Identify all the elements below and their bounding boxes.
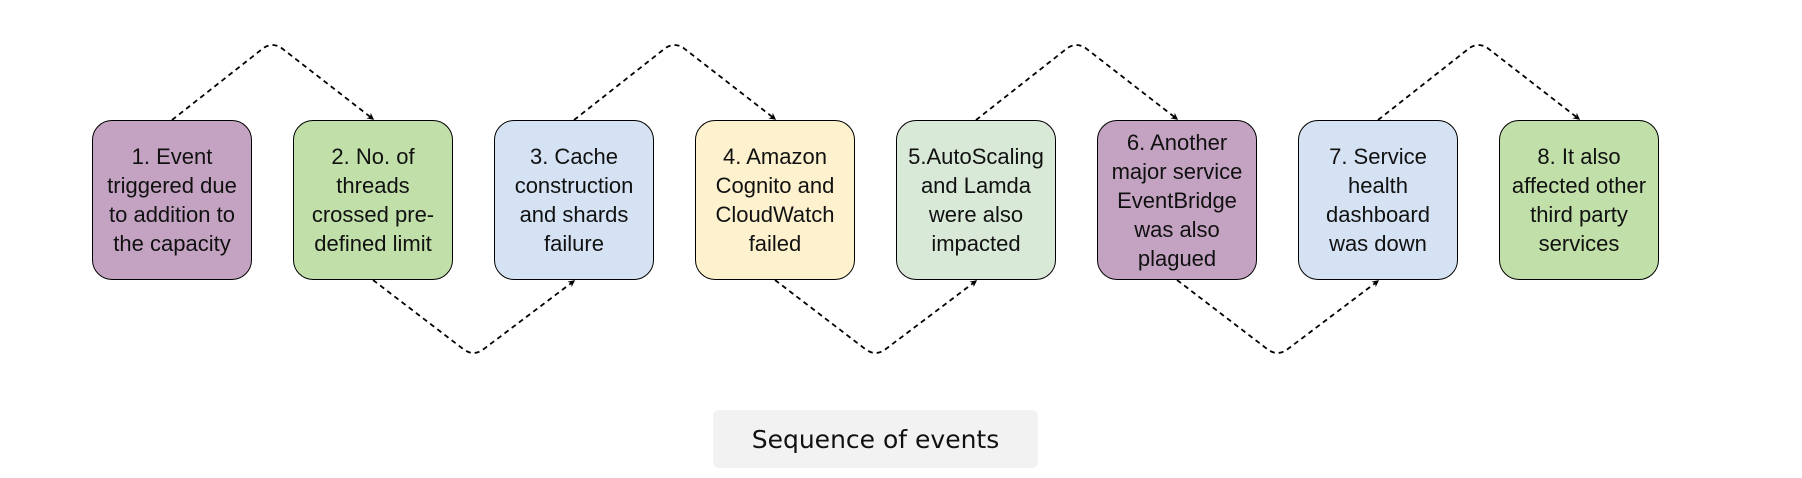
step-label-line: failure (544, 231, 604, 256)
step-label-line: plagued (1137, 245, 1217, 271)
step-box-5: 5.AutoScaling and Lamda were also impacted (896, 120, 1056, 280)
step-label-line: dashboard (1326, 202, 1430, 227)
step-label-line: were also (928, 202, 1024, 227)
step-label-line: third party (1530, 202, 1628, 227)
step-label: 5.AutoScaling and Lamda were also impacted (906, 142, 1046, 258)
step-label-line: threads (336, 173, 410, 198)
connector-arrow-6-to-7 (1176, 279, 1380, 354)
step-box-3: 3. Cache construction and shards failure (494, 120, 654, 280)
step-box-1: 1. Event triggered due to addition to the c… (92, 120, 252, 280)
step-label-line: 5.AutoScaling (908, 144, 1044, 169)
step-label-line: EventBridge (1117, 187, 1237, 213)
step-label-line: 2. No. of (331, 144, 415, 169)
step-label-line: construction (514, 173, 634, 198)
step-label: 7. Service health dashboard was down (1324, 142, 1432, 258)
step-label-line: defined limit (314, 231, 432, 256)
connector-arrow-4-to-5 (774, 279, 978, 354)
step-label-line: failed (748, 231, 802, 256)
step-label-line: services (1538, 231, 1620, 256)
step-label: 3. Cache construction and shards failure (513, 142, 636, 258)
step-label: 1. Event triggered due to addition to the c… (105, 142, 239, 258)
step-box-8: 8. It also affected other third party servi… (1499, 120, 1659, 280)
connector-arrow-5-to-6 (975, 44, 1179, 121)
connector-arrow-3-to-4 (573, 44, 777, 121)
diagram-caption: Sequence of events (713, 410, 1038, 468)
step-label-line: 4. Amazon (723, 144, 827, 169)
step-label-line: 3. Cache (529, 144, 619, 169)
connector-arrow-2-to-3 (372, 279, 576, 354)
step-label-line: was also (1134, 216, 1220, 242)
step-label: 8. It also affected other third party servi… (1510, 142, 1648, 258)
step-label-line: 6. Another (1126, 129, 1228, 155)
step-label-line: triggered due (107, 173, 237, 198)
connector-arrow-1-to-2 (171, 44, 375, 121)
step-label-line: to addition to (109, 202, 235, 227)
step-label-line: 1. Event (131, 144, 213, 169)
step-label-line: 8. It also (1537, 144, 1621, 169)
step-label-line: impacted (931, 231, 1021, 256)
step-label-line: affected other (1511, 173, 1647, 198)
step-label-line: crossed pre- (311, 202, 435, 227)
step-label-line: and shards (519, 202, 629, 227)
step-label-line: was down (1329, 231, 1427, 256)
step-box-2: 2. No. of threads crossed pre-defined limi… (293, 120, 453, 280)
connector-arrow-7-to-8 (1377, 44, 1581, 121)
step-label-line: Cognito and (715, 173, 835, 198)
step-label-line: and Lamda (920, 173, 1032, 198)
step-label-line: health (1348, 173, 1408, 198)
step-label-line: 7. Service (1329, 144, 1427, 169)
step-label: 2. No. of threads crossed pre-defined limi… (310, 142, 436, 258)
step-label-line: the capacity (113, 231, 231, 256)
step-label-line: major service (1111, 158, 1243, 184)
step-label-line: CloudWatch (715, 202, 835, 227)
step-box-7: 7. Service health dashboard was down (1298, 120, 1458, 280)
